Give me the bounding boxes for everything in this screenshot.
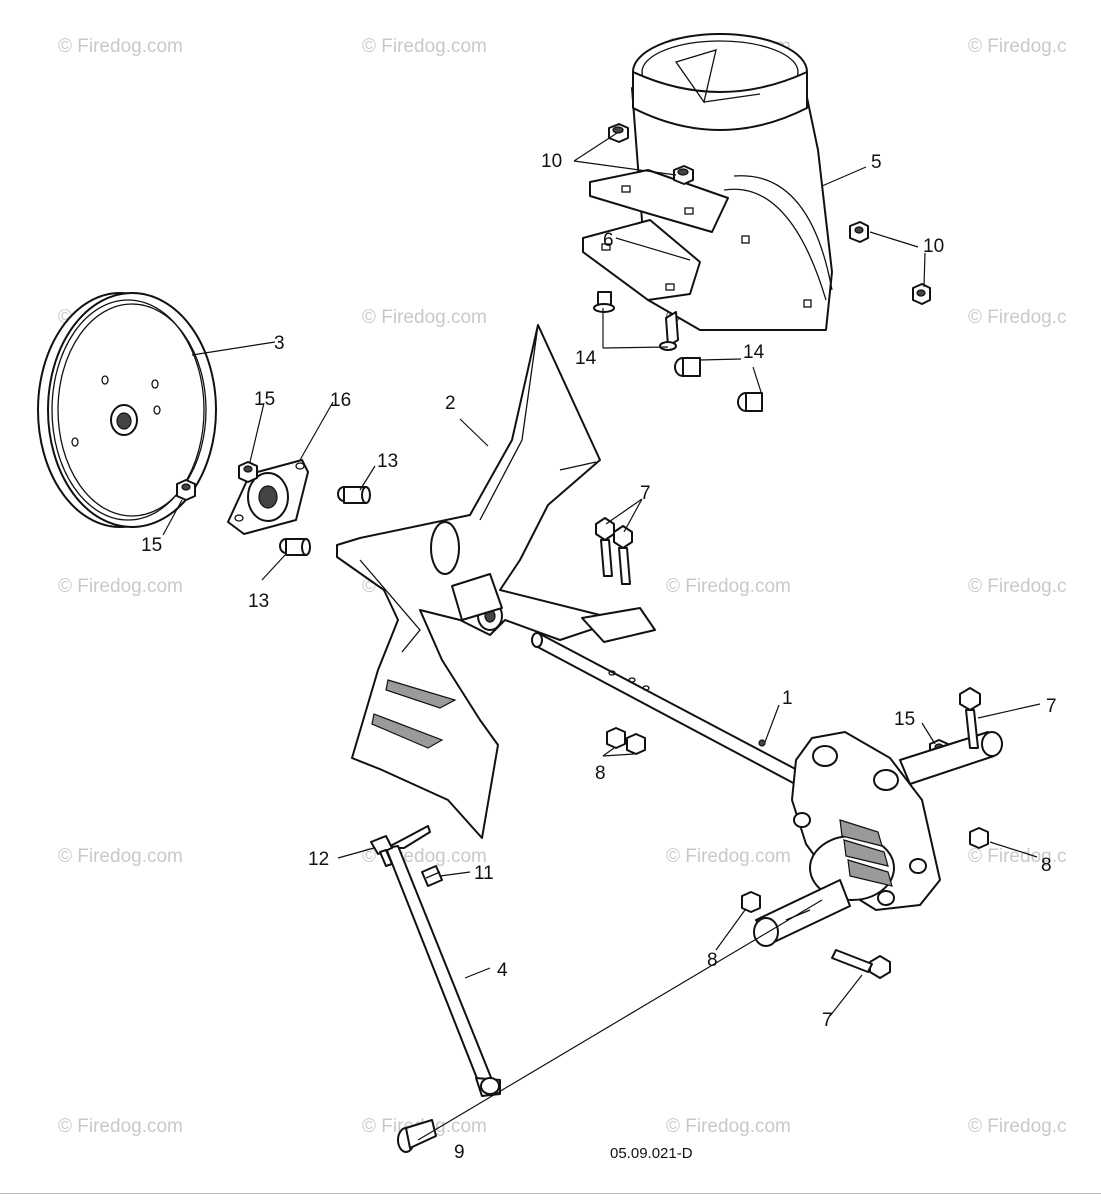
bottom-divider [0,1193,1101,1194]
watermark-grid: © Firedog.com © Firedog.com © Firedog.co… [58,36,1066,1137]
callout-13: 13 [248,591,269,612]
part-13-bolts [279,486,371,556]
part-4-control-rod [385,825,501,1097]
watermark: © Firedog.com [58,1116,183,1137]
callout-8: 8 [707,950,718,971]
callout-5: 5 [871,152,882,173]
watermark: © Firedog.com [58,846,183,867]
gearbox-assembly [753,731,1003,947]
part-7-bolts [595,517,981,979]
callout-9: 9 [454,1142,465,1163]
callout-4: 4 [497,960,508,981]
watermark: © Firedog.com [58,36,183,57]
callout-3: 3 [274,333,285,354]
figure-code: 05.09.021-D [610,1145,693,1162]
callout-11: 11 [474,863,494,884]
callout-2: 2 [445,393,456,414]
callout-1: 1 [782,688,793,709]
part-8-nuts [606,727,989,913]
callout-14: 14 [743,342,765,363]
watermark: © Firedog.c [968,307,1066,328]
watermark: © Firedog.c [968,36,1066,57]
part-2-housing-bracket [336,324,656,839]
callout-15: 15 [254,389,275,410]
part-11-clip [421,865,443,887]
callout-13: 13 [377,451,398,472]
watermark: © Firedog.com [666,846,791,867]
watermark: © Firedog.c [968,846,1066,867]
callout-10: 10 [541,151,562,172]
callout-16: 16 [330,390,351,411]
callout-8: 8 [1041,855,1052,876]
callout-labels: 1 2 3 4 5 6 7 7 7 8 8 8 9 10 10 11 12 13… [141,151,1057,1163]
watermark: © Firedog.com [666,576,791,597]
watermark: © Firedog.com [362,36,487,57]
part-12-fastener [370,835,393,867]
callout-15: 15 [141,535,162,556]
callout-7: 7 [640,483,651,504]
callout-10: 10 [923,236,944,257]
watermark: © Firedog.com [666,1116,791,1137]
part-3-pulley [37,292,217,528]
callout-7: 7 [822,1010,833,1031]
callout-14: 14 [575,348,597,369]
part-9-clevis-pin [397,1119,437,1153]
callout-6: 6 [603,230,614,251]
callout-8: 8 [595,763,606,784]
watermark: © Firedog.c [968,1116,1066,1137]
callout-15: 15 [894,709,915,730]
part-1-shaft [531,632,821,795]
callout-12: 12 [308,849,329,870]
part-6-deflector-plate [582,169,729,301]
watermark: © Firedog.com [362,307,487,328]
watermark: © Firedog.com [58,576,183,597]
watermark: © Firedog.c [968,576,1066,597]
callout-7: 7 [1046,696,1057,717]
part-14-carriage-bolts [593,291,763,412]
leader-lines [162,132,1041,1141]
